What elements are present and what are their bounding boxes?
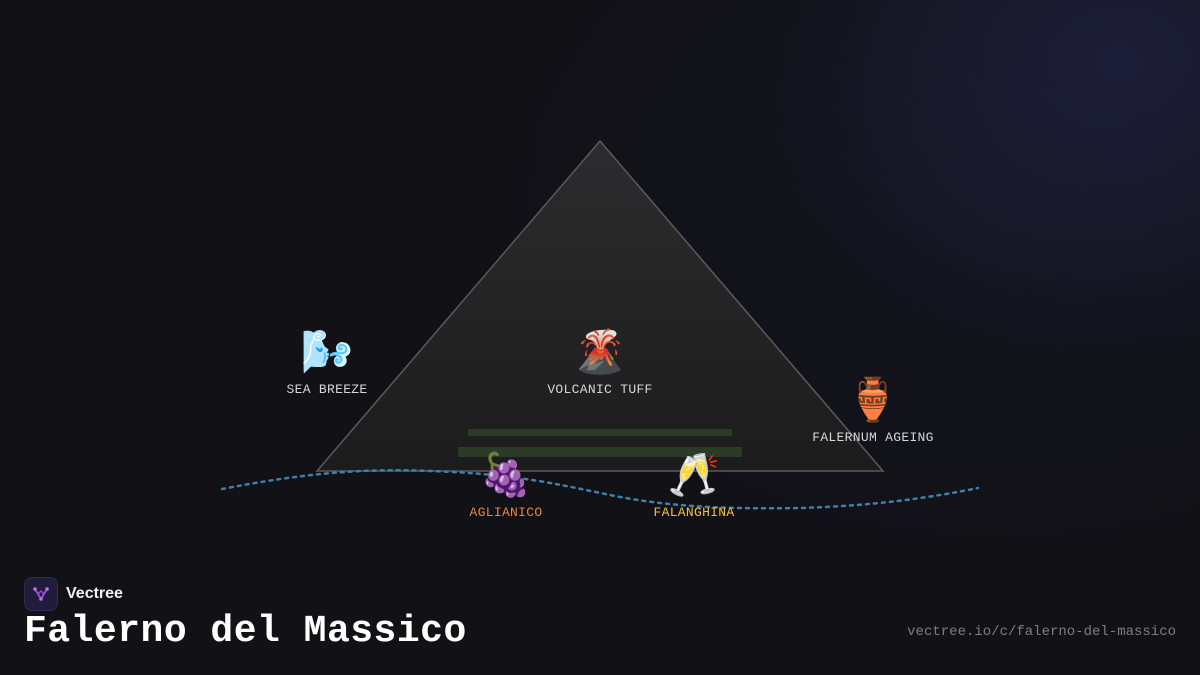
sea-coastline xyxy=(220,469,980,510)
vine-row-upper xyxy=(468,429,732,436)
node-label: SEA BREEZE xyxy=(286,382,368,397)
node-falanghina: 🥂 FALANGHINA xyxy=(653,450,735,521)
wind-face-icon: 🌬️ xyxy=(300,327,354,376)
source-url: vectree.io/c/falerno-del-massico xyxy=(907,624,1176,640)
node-label: FALANGHINA xyxy=(653,505,735,520)
node-aglianico: 🍇 AGLIANICO xyxy=(469,450,543,521)
node-label: AGLIANICO xyxy=(469,505,543,520)
brand-name: Vectree xyxy=(66,585,123,602)
node-volcanic-tuff: 🌋 VOLCANIC TUFF xyxy=(547,327,653,398)
page-title: Falerno del Massico xyxy=(24,610,467,653)
amphora-icon: 🏺 xyxy=(846,375,900,424)
vine-row-lower xyxy=(458,447,742,457)
brand: Vectree xyxy=(24,577,123,611)
volcano-icon: 🌋 xyxy=(573,327,627,376)
grapes-icon: 🍇 xyxy=(479,450,533,499)
node-label: VOLCANIC TUFF xyxy=(547,382,653,397)
vectree-logo-icon xyxy=(24,577,58,611)
clinking-glasses-icon: 🥂 xyxy=(667,450,721,499)
mountain-shape xyxy=(315,139,885,472)
node-label: FALERNUM AGEING xyxy=(812,430,934,445)
node-sea-breeze: 🌬️ SEA BREEZE xyxy=(286,327,368,398)
node-falernum-ageing: 🏺 FALERNUM AGEING xyxy=(812,375,934,446)
